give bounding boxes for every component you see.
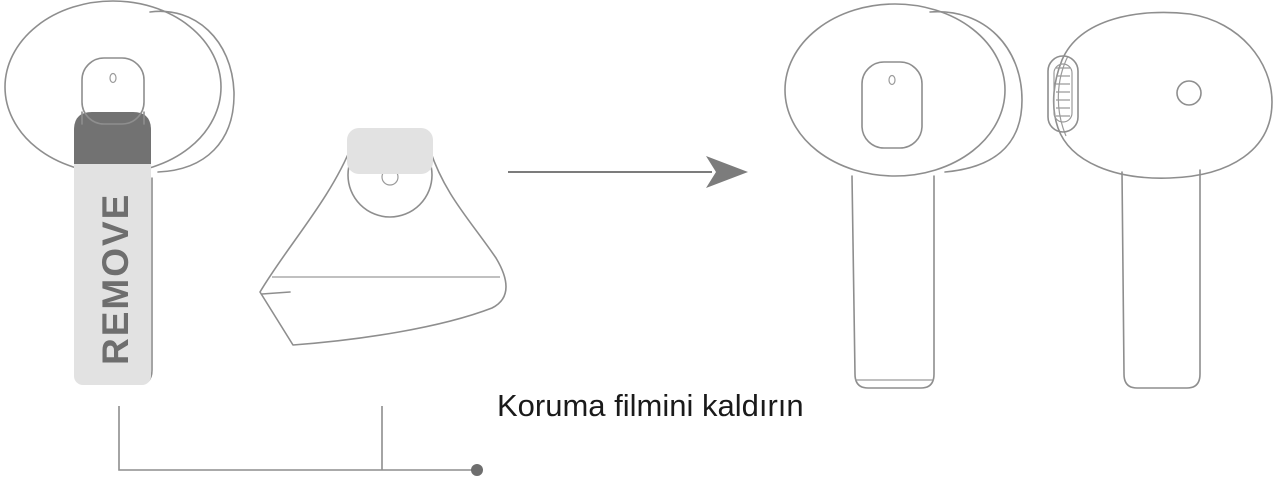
callout-leader — [118, 406, 483, 476]
film-body — [259, 144, 507, 346]
peeled-film — [259, 128, 507, 346]
film-tab-label: REMOVE — [95, 193, 136, 365]
charging-contact-grille — [1053, 63, 1073, 123]
direction-arrow — [508, 156, 748, 188]
film-tab-light — [74, 145, 151, 385]
earbud-with-film: REMOVE — [4, 0, 235, 385]
instruction-caption: Koruma filmini kaldırın — [497, 388, 804, 423]
charging-contacts — [1047, 55, 1079, 133]
film-top-grip — [347, 128, 433, 174]
leader-dot — [471, 464, 483, 476]
earbud-front-view — [784, 3, 1023, 389]
earbud-front-shell-back — [929, 11, 1023, 173]
sensor-dot — [109, 72, 117, 84]
speaker-hole — [1176, 80, 1202, 106]
arrow-head — [706, 156, 748, 188]
earbud-front-shell — [784, 3, 1006, 177]
earbud-inner-stem — [1121, 169, 1201, 389]
front-sensor-window — [861, 61, 923, 149]
earbud-inner-view — [1047, 11, 1273, 389]
earbud-front-stem — [851, 175, 935, 389]
sensor-window — [81, 57, 145, 125]
earbud-shell-back — [149, 10, 235, 173]
front-sensor-dot — [888, 74, 896, 86]
earbud-inner-shell — [1052, 11, 1273, 179]
film-tab-dark — [74, 112, 151, 164]
